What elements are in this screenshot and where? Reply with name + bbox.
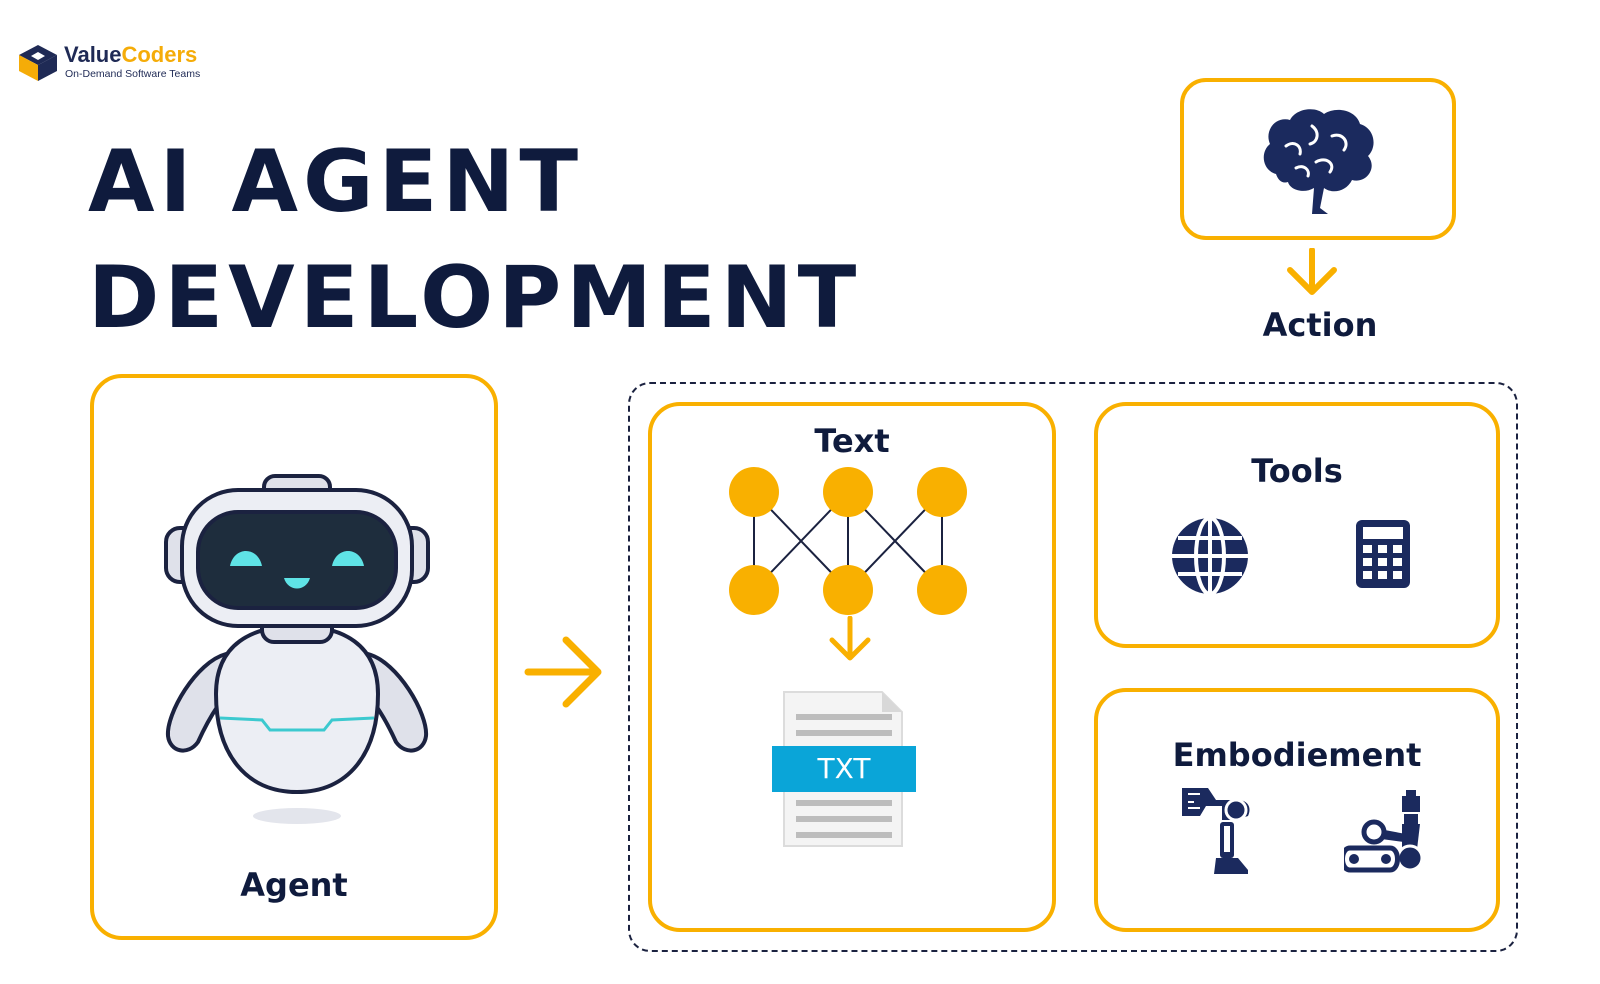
arrow-right-icon: [524, 636, 602, 708]
title-line-2: DEVELOPMENT: [88, 248, 862, 348]
page-title: AI AGENT DEVELOPMENT: [88, 124, 861, 356]
agent-label: Agent: [240, 866, 348, 904]
text-label: Text: [814, 422, 890, 460]
globe-icon: [1172, 516, 1248, 596]
robotic-leg-icon: [1182, 788, 1250, 874]
arrow-down-icon: [829, 616, 871, 661]
embodiment-card: [1094, 688, 1500, 932]
action-card: [1180, 78, 1456, 240]
action-label: Action: [1262, 306, 1378, 344]
robot-icon: [164, 474, 430, 824]
brand-name-part2: Coders: [121, 42, 198, 67]
agent-card: [90, 374, 498, 940]
brand-logo: ValueCoders On-Demand Software Teams: [18, 42, 218, 86]
embodiment-label: Embodiement: [1172, 736, 1422, 774]
brain-icon: [1263, 109, 1374, 214]
txt-file-icon: [772, 691, 916, 847]
title-line-1: AI AGENT: [88, 132, 584, 232]
brand-name-part1: Value: [64, 42, 122, 67]
robotic-arm-icon: [1344, 790, 1424, 873]
brand-name: ValueCoders: [64, 42, 197, 68]
arrow-down-icon: [1287, 248, 1337, 295]
txt-badge-label: TXT: [817, 752, 871, 785]
tools-label: Tools: [1251, 452, 1343, 490]
brand-tagline: On-Demand Software Teams: [65, 68, 201, 80]
logo-mark-icon: [19, 45, 57, 81]
text-card: TXT: [648, 402, 1056, 932]
tools-card: [1094, 402, 1500, 648]
capabilities-group: [628, 382, 1518, 952]
neural-network-icon: [729, 467, 967, 615]
calculator-icon: [1356, 520, 1410, 588]
